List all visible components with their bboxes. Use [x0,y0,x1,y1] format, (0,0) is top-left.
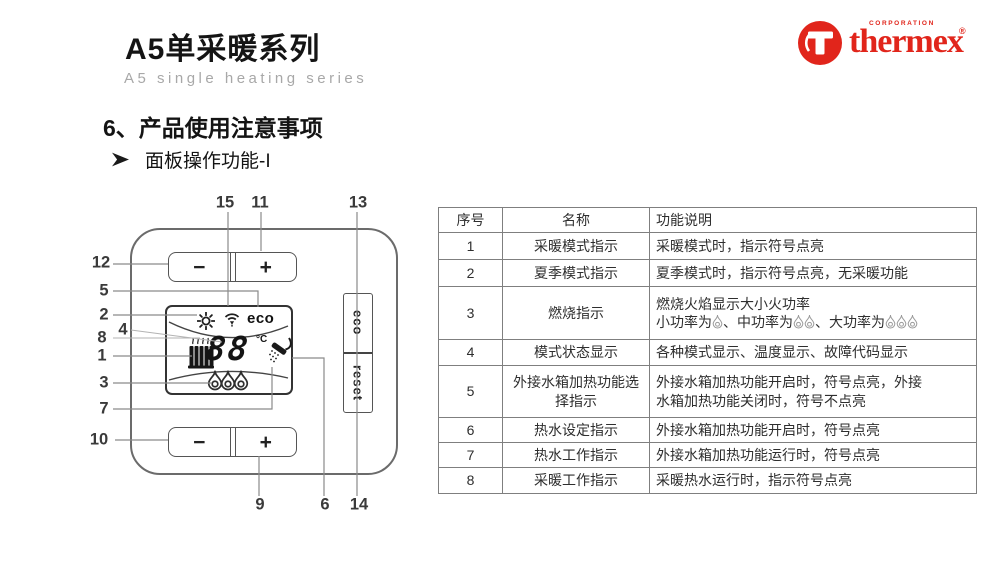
logo-corporation-text: CORPORATION [869,20,935,27]
callout-4: 4 [118,320,128,339]
header-name: 名称 [502,207,650,233]
desc-line: 小功率为、中功率为 、大功率为 [656,313,970,331]
side-button-stack: eco reset [343,293,373,413]
bullet-text: 面板操作功能-I [145,151,271,172]
flame-icon [907,314,918,329]
cell-no: 4 [438,339,503,366]
flame-icon [885,314,896,329]
cell-desc: 外接水箱加热功能开启时，符号点亮 [649,417,977,443]
cell-no: 2 [438,259,503,287]
signal-icon [224,313,240,327]
table-row: 8 采暖工作指示 采暖热水运行时，指示符号点亮 [438,467,977,494]
desc-line: 燃烧火焰显示大小火功率 [656,295,810,312]
callout-1: 1 [97,346,107,365]
bottom-minus-button: − [193,430,206,454]
callout-12: 12 [91,253,111,272]
top-plus-button: + [259,255,272,279]
cell-desc: 采暖模式时，指示符号点亮 [649,232,977,260]
cell-name: 模式状态显示 [502,339,650,366]
cell-desc: 各种模式显示、温度显示、故障代码显示 [649,339,977,366]
desc-fragment: 小功率为 [656,314,712,330]
flame-icon [233,369,249,391]
button-divider [229,428,236,456]
section-heading: 6、产品使用注意事项 [103,115,323,141]
callout-8: 8 [97,328,107,347]
cell-no: 3 [438,286,503,340]
button-divider [344,352,372,354]
callout-2: 2 [99,305,109,324]
shower-icon [269,337,292,363]
cell-no: 1 [438,232,503,260]
desc-line: 外接水箱加热功能开启时，符号点亮，外接 [656,374,922,391]
cell-desc: 夏季模式时，指示符号点亮，无采暖功能 [649,259,977,287]
bullet-arrow-icon [112,152,129,167]
cell-name: 采暖模式指示 [502,232,650,260]
page-subtitle: A5 single heating series [124,70,368,87]
temperature-display: 88 [203,329,252,368]
flame-indicator-group [207,369,249,391]
callout-15: 15 [215,193,235,212]
cell-no: 6 [438,417,503,443]
cell-desc: 外接水箱加热功能运行时，符号点亮 [649,442,977,468]
header-desc: 功能说明 [649,207,977,233]
lcd-display: eco 88 °C [165,305,293,395]
thermex-logo-icon [798,21,842,65]
desc-line: 水箱加热功能关闭时，符号不点亮 [656,392,866,409]
callout-11: 11 [251,193,269,212]
cell-name: 采暖工作指示 [502,467,650,494]
sun-icon [197,312,215,330]
cell-desc: 外接水箱加热功能开启时，符号点亮，外接 水箱加热功能关闭时，符号不点亮 [649,365,977,418]
table-row: 2 夏季模式指示 夏季模式时，指示符号点亮，无采暖功能 [438,259,977,287]
callout-10: 10 [89,430,109,449]
page-title: A5单采暖系列 [125,33,321,66]
callout-14: 14 [349,495,369,514]
flame-icon [712,314,723,329]
cell-no: 8 [438,467,503,494]
temperature-unit: °C [256,334,268,345]
callout-6: 6 [320,495,330,514]
cell-name: 外接水箱加热功能选择指示 [502,365,650,418]
top-button-group: − + [168,252,297,282]
bottom-plus-button: + [259,430,272,454]
header-no: 序号 [438,207,503,233]
flame-icon [793,314,804,329]
logo-brand-text: thermex [849,23,964,60]
button-divider [229,253,236,281]
cell-desc: 采暖热水运行时，指示符号点亮 [649,467,977,494]
bottom-button-group: − + [168,427,297,457]
callout-3: 3 [99,373,109,392]
cell-name: 热水设定指示 [502,417,650,443]
flame-icon [804,314,815,329]
callout-5: 5 [99,281,109,300]
table-row: 5 外接水箱加热功能选择指示 外接水箱加热功能开启时，符号点亮，外接 水箱加热功… [438,365,977,418]
logo-registered-mark: ® [959,26,966,36]
flame-icon [896,314,907,329]
callout-7: 7 [99,399,109,418]
function-table: 序号 名称 功能说明 1 采暖模式指示 采暖模式时，指示符号点亮 2 夏季模式指… [438,207,977,494]
desc-fragment: 、中功率为 [723,314,793,330]
cell-no: 5 [438,365,503,418]
callout-13: 13 [348,193,368,212]
table-row: 7 热水工作指示 外接水箱加热功能运行时，符号点亮 [438,442,977,468]
cell-name: 燃烧指示 [502,286,650,340]
table-row: 6 热水设定指示 外接水箱加热功能开启时，符号点亮 [438,417,977,443]
callout-9: 9 [255,495,265,514]
table-row: 3 燃烧指示 燃烧火焰显示大小火功率 小功率为、中功率为 、大功率为 [438,286,977,340]
top-minus-button: − [193,255,206,279]
cell-desc: 燃烧火焰显示大小火功率 小功率为、中功率为 、大功率为 [649,286,977,340]
table-row: 4 模式状态显示 各种模式显示、温度显示、故障代码显示 [438,339,977,366]
desc-fragment: 、大功率为 [815,314,885,330]
reset-button: reset [350,364,366,402]
cell-no: 7 [438,442,503,468]
table-row: 1 采暖模式指示 采暖模式时，指示符号点亮 [438,232,977,260]
cell-name: 热水工作指示 [502,442,650,468]
lcd-eco-indicator: eco [247,310,275,327]
cell-name: 夏季模式指示 [502,259,650,287]
eco-button: eco [350,310,366,336]
table-header-row: 序号 名称 功能说明 [438,207,977,233]
